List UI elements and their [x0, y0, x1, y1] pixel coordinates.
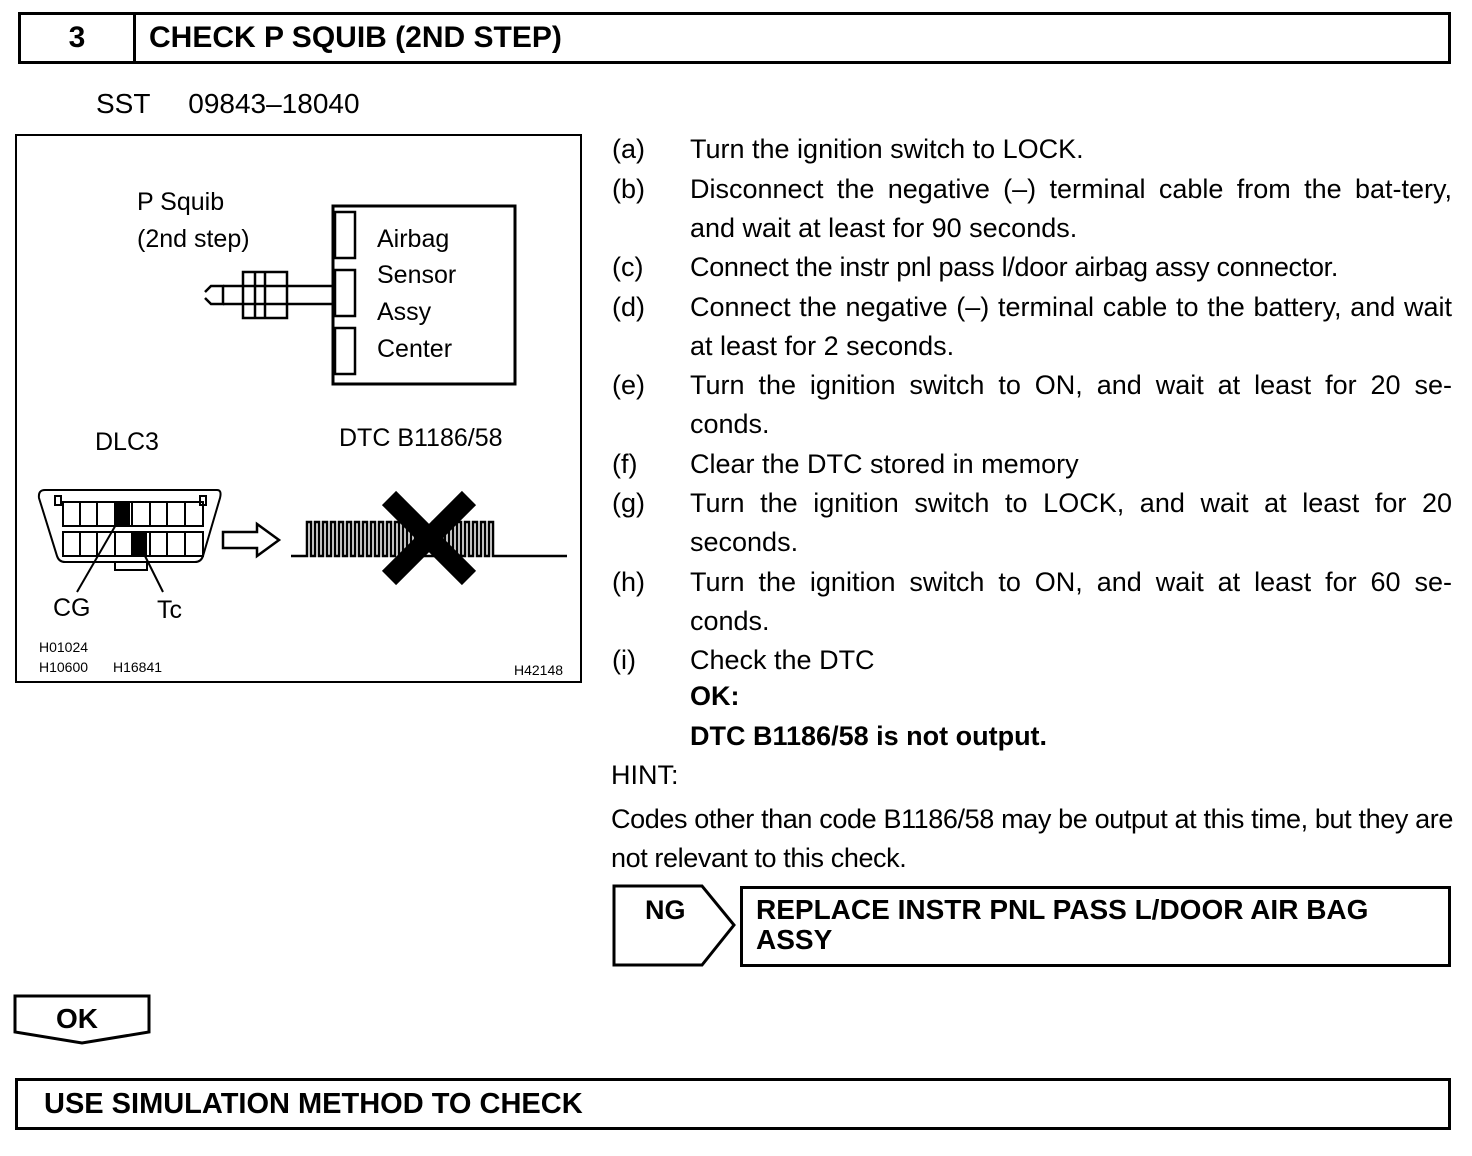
no-output-cross: [381, 490, 477, 586]
airbag-sensor-box: [331, 204, 517, 386]
airbag-label-1: Airbag: [377, 225, 450, 253]
ng-arrow-shape: [612, 884, 736, 967]
ok-condition: DTC B1186/58 is not output.: [690, 721, 1048, 751]
step-title: CHECK P SQUIB (2ND STEP): [149, 21, 562, 54]
step-label: (f): [612, 449, 638, 479]
sensor-pin-3: [333, 326, 357, 376]
ng-action-text: REPLACE INSTR PNL PASS L/DOOR AIR BAG AS…: [756, 894, 1369, 955]
dtc-label: DTC B1186/58: [339, 424, 503, 452]
step-label: (i): [612, 645, 636, 675]
dlc3-label: DLC3: [95, 428, 159, 456]
step-text: Connect the instr pnl pass l/door airbag…: [690, 252, 1339, 282]
step-number: 3: [21, 15, 136, 61]
step-text: Disconnect the negative (–) terminal cab…: [690, 174, 1452, 243]
sst-label: SST: [96, 88, 151, 119]
sst-code: 09843–18040: [188, 88, 360, 119]
dtc-waveform: [291, 520, 567, 558]
airbag-label-3: Assy: [377, 298, 432, 326]
tc-label: Tc: [157, 596, 182, 624]
final-action-box: USE SIMULATION METHOD TO CHECK: [15, 1078, 1451, 1130]
final-action-text: USE SIMULATION METHOD TO CHECK: [44, 1087, 583, 1120]
tc-leader: [140, 547, 164, 593]
sensor-pin-2: [333, 268, 357, 318]
step-text: Check the DTC: [690, 645, 875, 675]
ng-action-box: REPLACE INSTR PNL PASS L/DOOR AIR BAG AS…: [740, 886, 1451, 967]
step-label: (c): [612, 252, 644, 282]
cg-label: CG: [53, 594, 91, 622]
airbag-label-2: Sensor: [377, 261, 457, 289]
step-label: (d): [612, 292, 645, 322]
ok-label: OK: [56, 1003, 98, 1034]
step-label: (b): [612, 174, 645, 204]
step-label: (g): [612, 488, 645, 518]
figure-ref-1: H01024: [39, 639, 89, 655]
figure-drawing: [37, 204, 567, 593]
airbag-label-4: Center: [377, 335, 453, 363]
figure-ref-3: H16841: [113, 659, 163, 675]
p-squib-label: P Squib: [137, 188, 225, 216]
sensor-pin-1: [333, 210, 357, 260]
hint-label: HINT:: [611, 760, 679, 790]
sst-line: SST 09843–18040: [96, 88, 360, 120]
figure-ref-4: H42148: [514, 662, 564, 678]
squib-connector: [204, 270, 335, 320]
ok-heading: OK:: [690, 681, 740, 711]
step-header: 3 CHECK P SQUIB (2ND STEP): [18, 12, 1451, 64]
figure-ref-2: H10600: [39, 659, 89, 675]
tc-pin: [132, 532, 147, 556]
step-label: (a): [612, 134, 645, 164]
step-text: Turn the ignition switch to LOCK, and wa…: [690, 488, 1452, 557]
step-text: Clear the DTC stored in memory: [690, 449, 1079, 479]
step-text: Turn the ignition switch to LOCK.: [690, 134, 1084, 164]
step-text: Turn the ignition switch to ON, and wait…: [690, 567, 1452, 636]
hint-text: Codes other than code B1186/58 may be ou…: [611, 804, 1453, 873]
step-label: (h): [612, 567, 645, 597]
p-squib-sublabel: (2nd step): [137, 225, 250, 253]
step-text: Connect the negative (–) terminal cable …: [690, 292, 1452, 361]
ng-label: NG: [645, 895, 686, 925]
signal-arrow: [221, 521, 282, 559]
step-text: Turn the ignition switch to ON, and wait…: [690, 370, 1452, 439]
cg-leader: [76, 515, 122, 593]
wiring-figure: P Squib (2nd step) Airbag Sensor Assy Ce…: [15, 134, 582, 683]
step-label: (e): [612, 370, 645, 400]
ok-arrow-shape: [13, 994, 151, 1045]
